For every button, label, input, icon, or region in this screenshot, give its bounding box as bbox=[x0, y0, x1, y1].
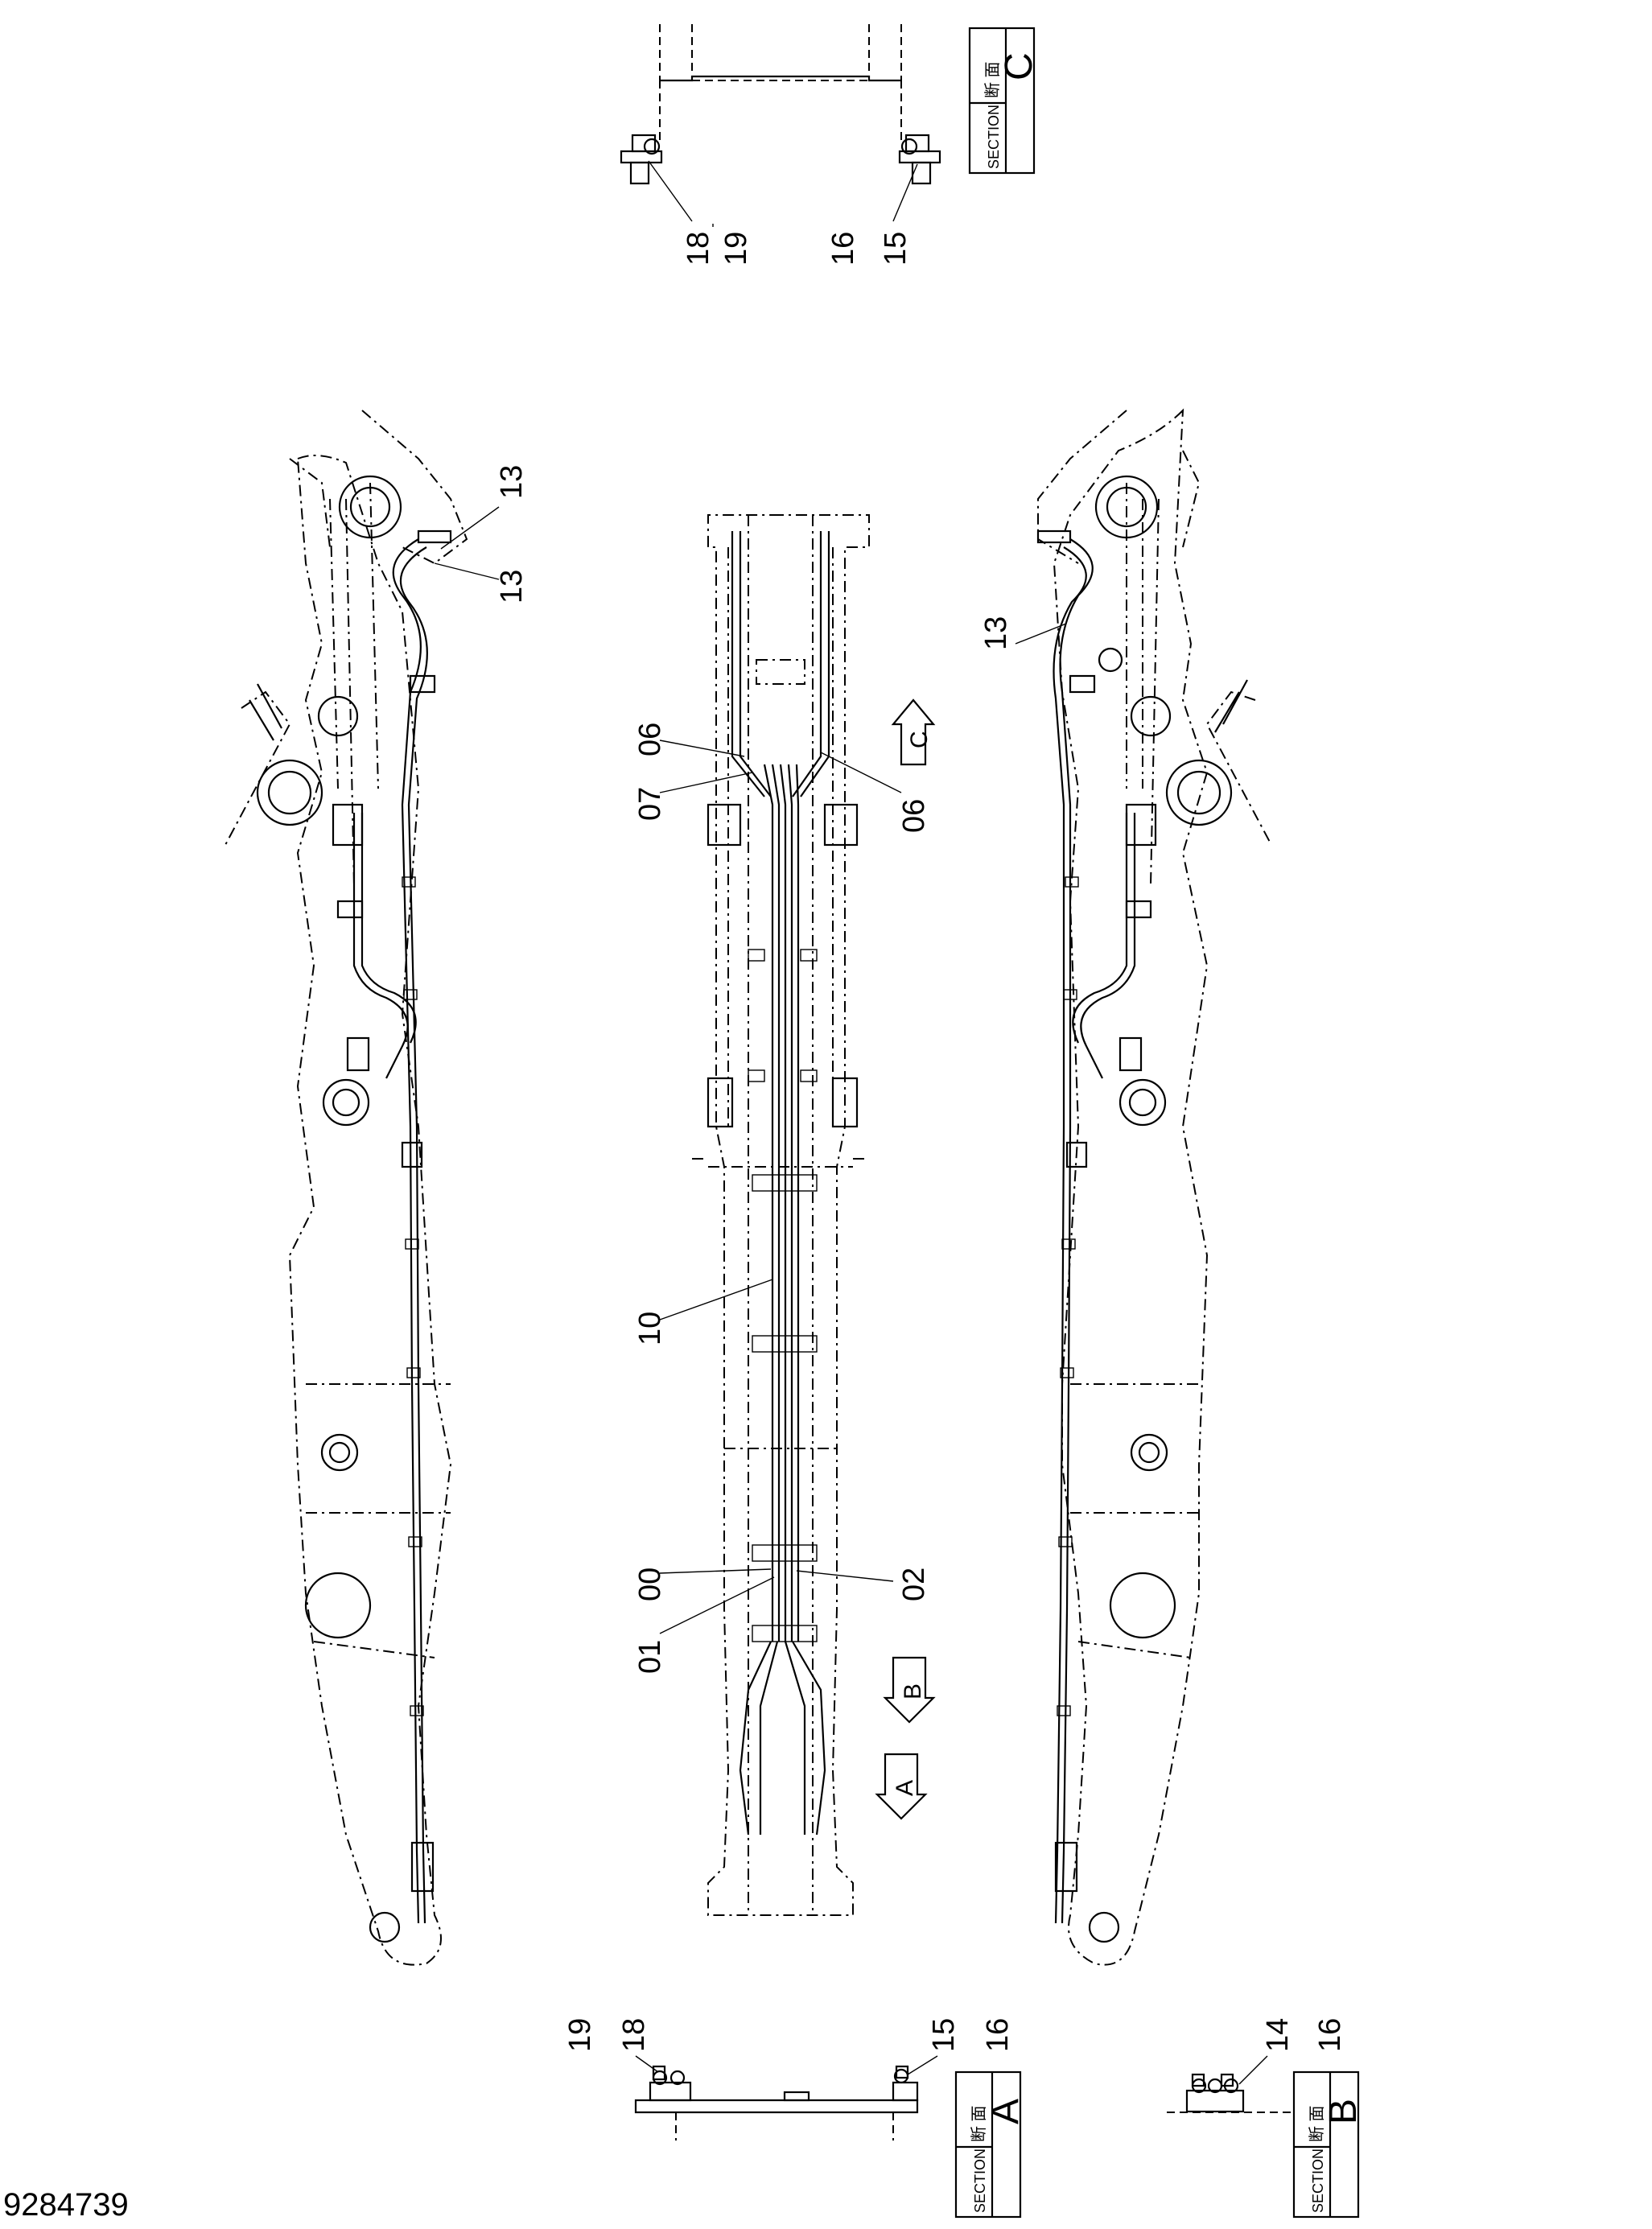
callout-center-10: 10 bbox=[633, 1312, 667, 1345]
right-boom-view: 13 bbox=[979, 408, 1272, 1966]
callout-section-c-left-top: 18 bbox=[682, 232, 715, 266]
callout-left-13-upper: 13 bbox=[495, 465, 529, 499]
callout-center-01: 01 bbox=[633, 1640, 667, 1674]
callout-section-a-left-bottom: 18 bbox=[617, 2018, 651, 2052]
section-a-label-box: A SECTION 断 面 bbox=[954, 2070, 1027, 2219]
section-a-jp-label: 断 面 bbox=[970, 2105, 988, 2142]
callout-center-07: 07 bbox=[633, 787, 667, 821]
section-b-view: 14 16 B SECTION 断 面 bbox=[1167, 2018, 1365, 2219]
view-marker-b-letter: B bbox=[900, 1683, 926, 1700]
section-a-letter: A bbox=[984, 2099, 1027, 2124]
section-c-en-label: SECTION bbox=[986, 105, 1002, 169]
section-a-en-label: SECTION bbox=[972, 2149, 988, 2213]
callout-section-b-bottom: 16 bbox=[1313, 2018, 1347, 2052]
section-c-jp-label: 断 面 bbox=[983, 61, 1002, 98]
view-marker-b: B bbox=[883, 1656, 936, 1724]
callout-section-a-right-bottom: 16 bbox=[981, 2018, 1015, 2052]
center-boom-view: 06 07 06 10 00 01 02 C bbox=[633, 514, 936, 1916]
view-marker-a-letter: A bbox=[892, 1780, 918, 1796]
view-marker-c-letter: C bbox=[906, 731, 933, 748]
document-number: 9284739 bbox=[3, 2187, 129, 2223]
callout-section-c-left-bottom: 19 bbox=[719, 232, 753, 266]
callout-section-c-right-top: 16 bbox=[826, 232, 860, 266]
callout-right-13: 13 bbox=[979, 616, 1013, 650]
view-marker-a: A bbox=[875, 1753, 928, 1820]
callout-section-c-right-bottom: 15 bbox=[879, 232, 913, 266]
callout-left-13-lower: 13 bbox=[495, 570, 529, 604]
section-b-en-label: SECTION bbox=[1310, 2149, 1326, 2213]
callout-section-a-left-top: 19 bbox=[563, 2018, 597, 2052]
section-a-view: 19 18 15 16 A SECTION 断 面 bbox=[563, 2018, 1027, 2219]
section-c-letter: C bbox=[998, 52, 1040, 80]
section-b-label-box: B SECTION 断 面 bbox=[1292, 2070, 1365, 2219]
section-c-label-box: C SECTION 断 面 bbox=[968, 27, 1040, 175]
callout-section-a-right-top: 15 bbox=[927, 2018, 961, 2052]
callout-center-06-left: 06 bbox=[633, 723, 667, 756]
callout-center-00: 00 bbox=[633, 1568, 667, 1601]
section-c-view: 18 19 16 15 C SECTION 断 面 bbox=[620, 24, 1040, 266]
view-marker-c: C bbox=[891, 698, 936, 766]
callout-section-b-top: 14 bbox=[1261, 2018, 1295, 2052]
callout-center-02: 02 bbox=[897, 1568, 931, 1601]
callout-center-06-right: 06 bbox=[897, 799, 931, 833]
section-b-jp-label: 断 面 bbox=[1308, 2105, 1326, 2142]
left-boom-view: 13 13 bbox=[225, 410, 529, 1966]
section-b-letter: B bbox=[1322, 2099, 1365, 2124]
